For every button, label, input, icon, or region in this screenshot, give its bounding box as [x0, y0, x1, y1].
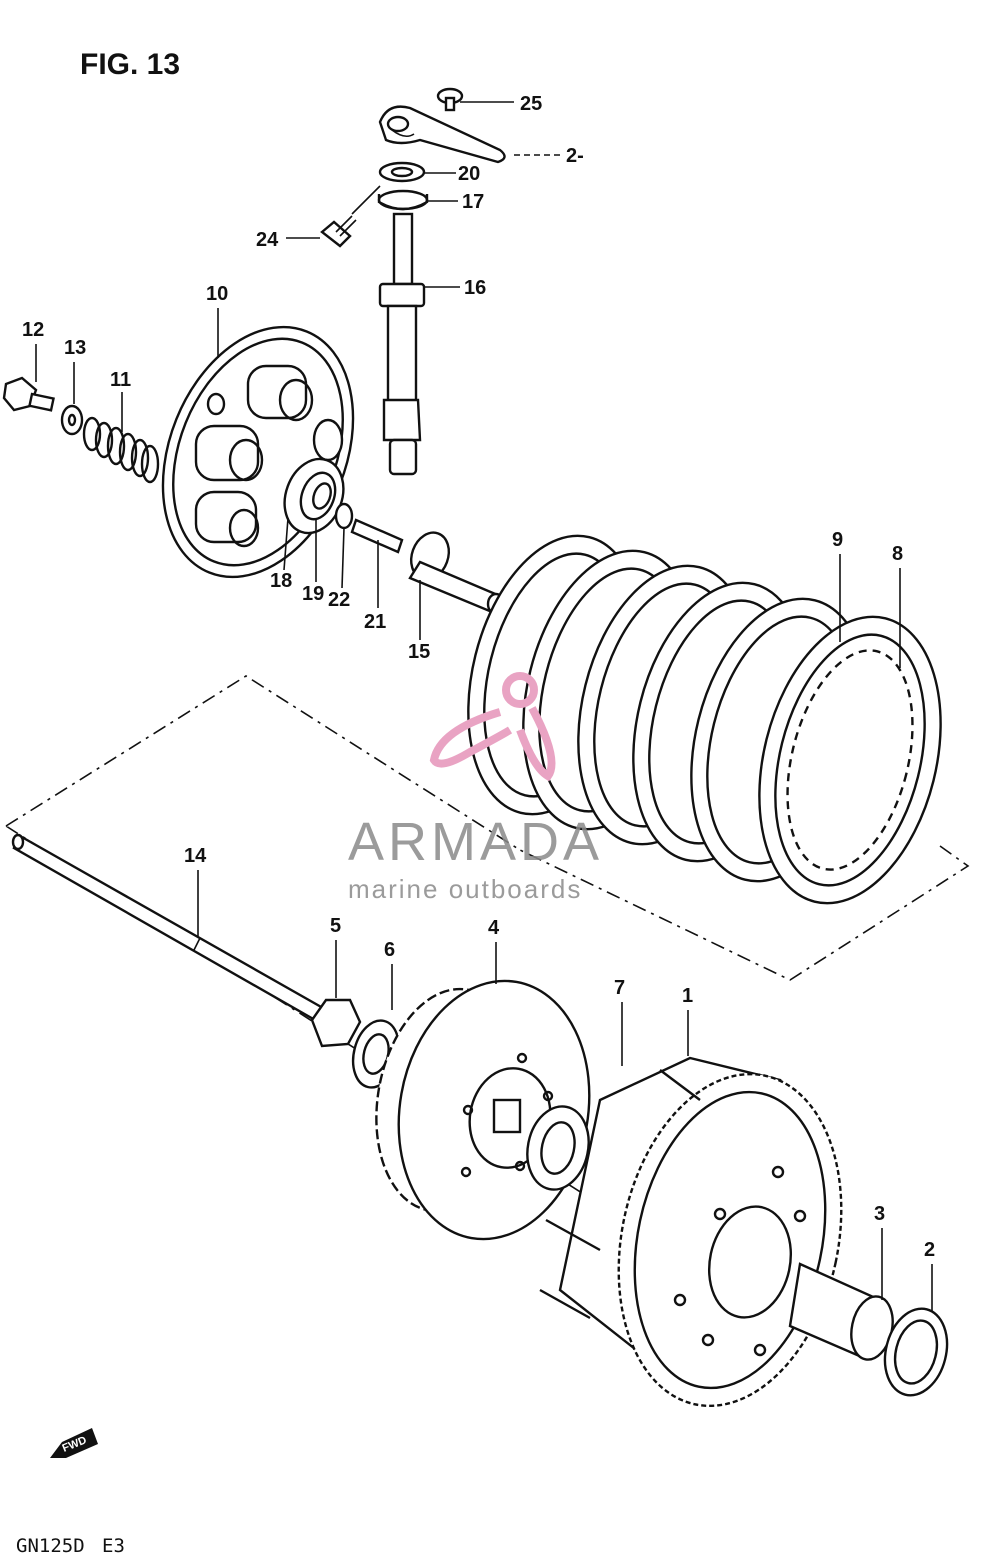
clutch-plate-stack	[467, 534, 942, 905]
release-arm-assembly	[320, 87, 506, 476]
callout-leader-22	[341, 527, 345, 589]
callout-label-24: 24	[256, 229, 279, 251]
callout-label-3: 3	[874, 1203, 885, 1225]
push-rod	[11, 833, 332, 1026]
callout-leader-18	[283, 517, 289, 571]
callout-label-8: 8	[892, 543, 903, 565]
callout-label-7: 7	[614, 977, 625, 999]
callout-label-15: 15	[408, 641, 430, 663]
watermark: ARMADA marine outboards	[348, 672, 603, 904]
callout-label-18: 18	[270, 570, 292, 592]
callout-label-20: 20	[458, 163, 480, 185]
callout-label-9: 9	[832, 529, 843, 551]
armada-logo-mark	[429, 672, 556, 782]
callout-label-1: 1	[682, 985, 693, 1007]
fwd-direction-badge: FWD	[50, 1428, 98, 1458]
spacer-washer	[883, 1307, 949, 1397]
callout-label-14: 14	[184, 845, 207, 867]
pressure-plate-assembly	[2, 325, 506, 616]
footer-region: E3	[102, 1535, 125, 1557]
callout-label-2: 2	[924, 1239, 935, 1261]
callout-label-5: 5	[330, 915, 341, 937]
callout-label-11: 11	[110, 369, 131, 391]
callout-label-6: 6	[384, 939, 395, 961]
figure-title: FIG. 13	[80, 48, 180, 81]
callout-label-25: 25	[520, 93, 542, 115]
callout-label-10: 10	[206, 283, 228, 305]
callout-label-19: 19	[302, 583, 324, 605]
primary-driven-gear	[539, 1056, 843, 1408]
callout-label-21: 21	[364, 611, 386, 633]
callout-label-12: 12	[22, 319, 44, 341]
callout-label-17: 17	[462, 191, 484, 213]
callout-label-16: 16	[464, 277, 486, 299]
thrust-washer	[526, 1105, 590, 1191]
callout-label-13: 13	[64, 337, 86, 359]
callout-label-4: 4	[488, 917, 500, 939]
spacer	[788, 1262, 894, 1361]
footer-model: GN125D	[16, 1535, 85, 1557]
callout-label-22: 22	[328, 589, 350, 611]
watermark-brand: ARMADA	[348, 812, 603, 872]
callout-label-23: 2-	[566, 145, 584, 167]
watermark-tagline: marine outboards	[348, 874, 582, 904]
